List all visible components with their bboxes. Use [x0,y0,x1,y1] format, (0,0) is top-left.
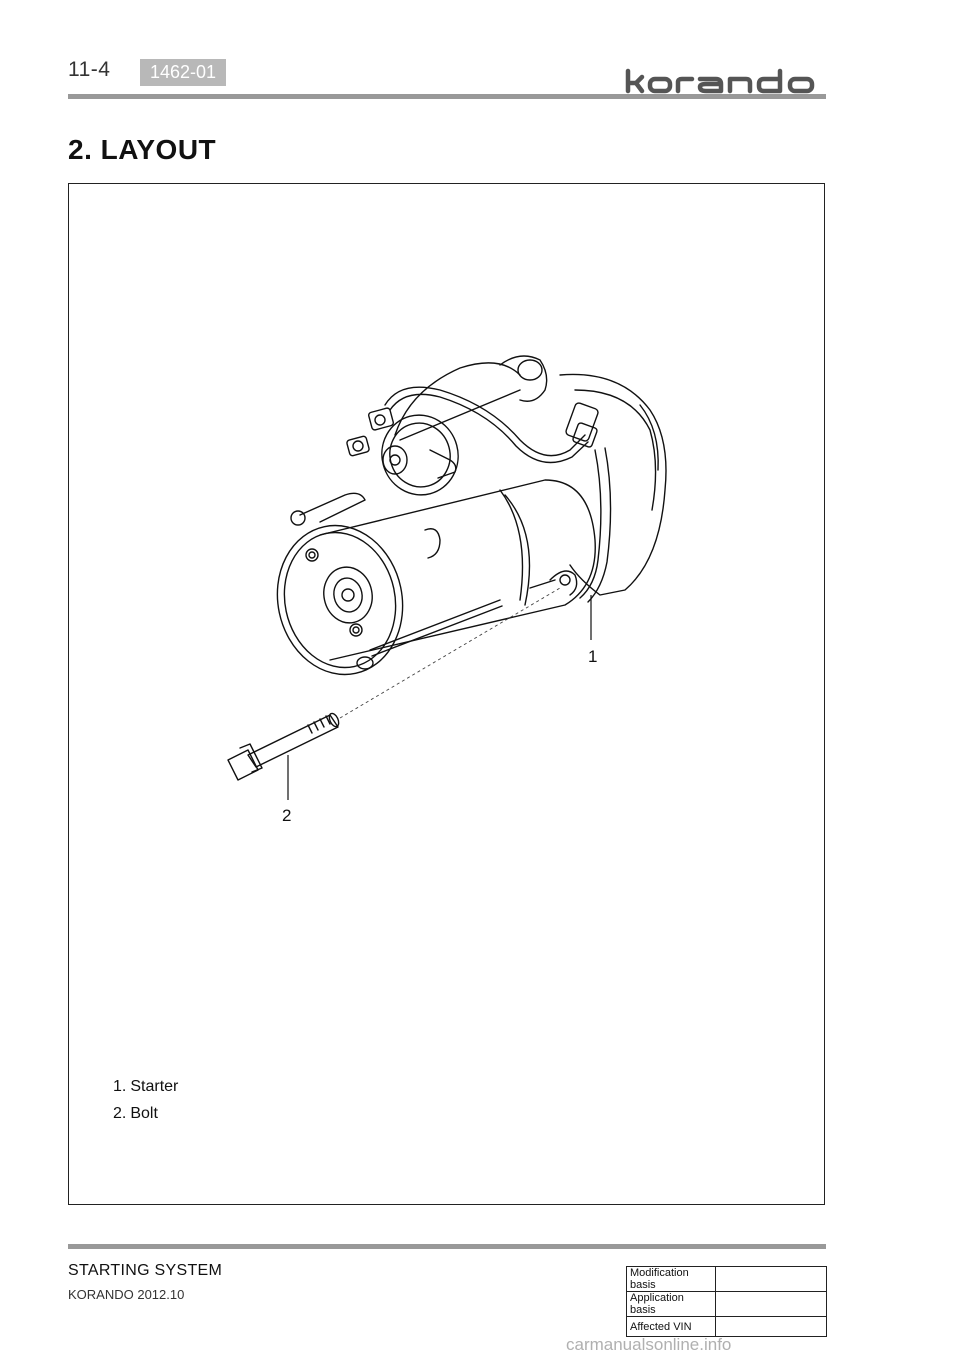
revision-value [715,1316,827,1337]
callout-1: 1 [588,647,598,666]
legend-item-starter: 1. Starter [113,1073,178,1100]
revision-table: Modification basis Application basis Aff… [626,1266,827,1337]
header-divider [68,94,826,99]
starter-motor-illustration [227,355,667,800]
revision-label: Affected VIN [626,1316,716,1337]
table-row: Application basis [626,1291,827,1317]
callout-2: 2 [282,806,292,825]
section-code-badge: 1462-01 [140,59,226,86]
legend-label: Starter [130,1078,179,1095]
revision-label: Application basis [626,1291,716,1317]
legend-number: 1. [113,1078,127,1095]
table-row: Modification basis [626,1266,827,1292]
legend-label: Bolt [130,1105,158,1122]
revision-value [715,1266,827,1292]
footer-divider [68,1244,826,1249]
footer-system-name: STARTING SYSTEM [68,1262,223,1279]
page-number: 11-4 [68,58,111,81]
legend-number: 2. [113,1105,127,1122]
revision-value [715,1291,827,1317]
parts-legend: 1. Starter 2. Bolt [113,1073,178,1127]
footer-model-edition: KORANDO 2012.10 [68,1287,185,1302]
figure-frame [68,183,825,1205]
watermark: carmanualsonline.info [566,1335,732,1354]
revision-label: Modification basis [626,1266,716,1292]
legend-item-bolt: 2. Bolt [113,1100,178,1127]
korando-logo [625,68,815,94]
table-row: Affected VIN [626,1316,827,1337]
section-title: 2. LAYOUT [68,134,217,165]
